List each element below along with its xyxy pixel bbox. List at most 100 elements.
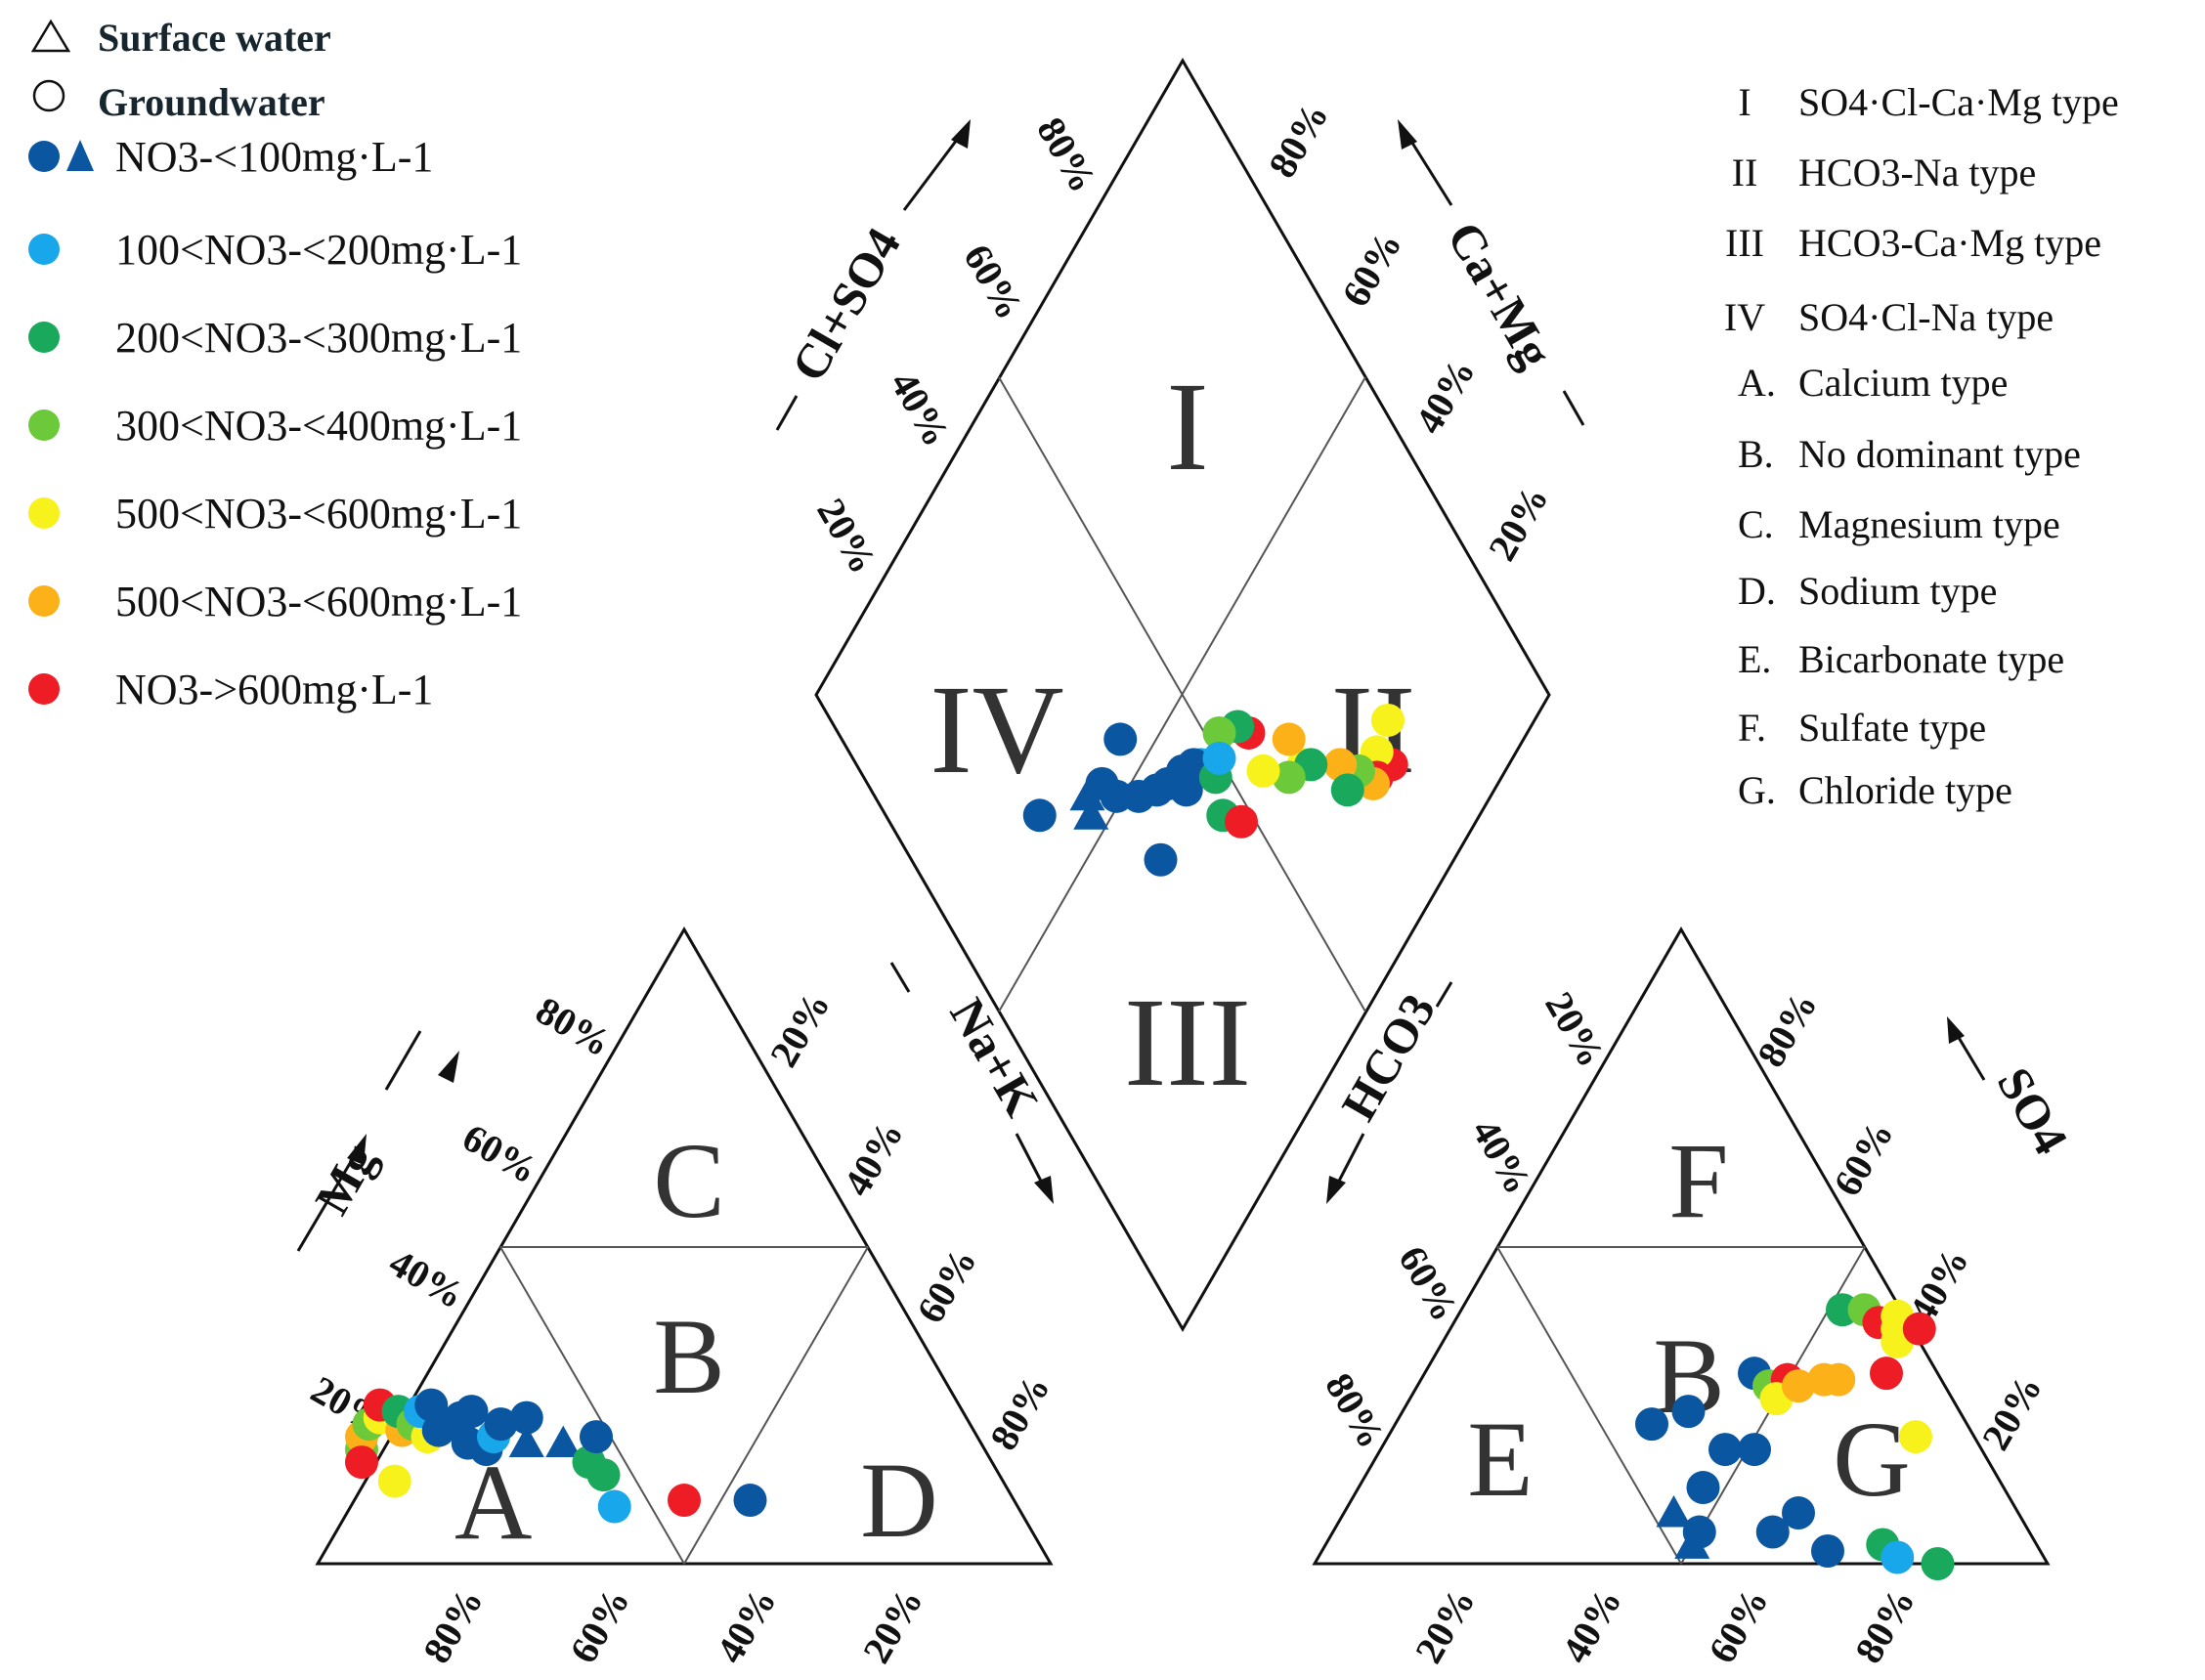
water-type-label: Magnesium type [1798,502,2060,546]
diamond-region-iv: IV [930,660,1063,800]
legend-circle-swatch [28,409,60,441]
axis-so4-label: SO4 [1987,1058,2079,1163]
anion-point [1881,1540,1915,1574]
anion-point [1870,1357,1903,1391]
anion-point [1811,1534,1844,1569]
legend-class-label: NO3-<100mg·L-1 [115,133,433,181]
legend-class-label: 100<NO3-<200mg·L-1 [115,226,522,274]
water-type-item: E.Bicarbonate type [1738,637,2064,681]
anion-cl-ticks: 20% 40% 60% 80% [1406,1580,1924,1670]
tick-nak-20: 20% [761,984,839,1074]
axis-camg-label: Ca+Mg [1437,212,1563,376]
cation-region-c: C [653,1121,724,1240]
axis-nak-dash [889,962,911,993]
water-type-item: B.No dominant type [1738,432,2081,476]
water-type-id: A. [1738,361,1776,405]
tick-mg-60: 60% [455,1115,545,1192]
tick-so4-60: 60% [1825,1113,1902,1203]
cation-point [484,1407,518,1442]
anion-region-f: F [1668,1121,1728,1240]
legend-circle-swatch [28,497,60,529]
anion-b-left-edge [1496,1246,1682,1565]
legend-circle-swatch [28,322,60,353]
water-type-id: IV [1724,295,1765,339]
axis-mg-arrow [296,1142,364,1252]
diamond-point [1073,797,1109,830]
water-type-label: Bicarbonate type [1798,637,2064,681]
legend-class-row: 200<NO3-<300mg·L-1 [28,314,522,362]
cation-point [509,1400,543,1435]
tick-mg-80: 80% [529,988,619,1065]
legend-class-row: 300<NO3-<400mg·L-1 [28,402,522,450]
tick-hco3-40: 40% [1463,1111,1540,1201]
anion-point [1902,1312,1936,1346]
anion-point [1686,1471,1720,1505]
tick-camg-80: 80% [1260,95,1337,185]
water-type-id: D. [1738,569,1776,613]
cation-triangle: A B C D 20% 40% 60% 80% 20% 40% 60% 80% … [296,926,1059,1670]
diamond-point [1330,773,1364,807]
tick-clso4-40: 40% [882,364,959,453]
anion-point [1656,1495,1692,1528]
water-type-item: IV SO4·Cl-Na type [1724,295,2054,339]
diamond-frame [814,58,1551,1332]
legend-circle-swatch [28,234,60,265]
axis-nak-arrowhead [1034,1176,1054,1204]
water-type-item: G.Chloride type [1738,768,2012,812]
legend-groundwater: Groundwater [32,79,325,124]
diamond-region-iii: III [1124,972,1251,1113]
axis-clso4-dash [775,395,799,431]
axis-camg-arrow [1404,131,1453,206]
water-type-label: Sodium type [1798,569,1997,613]
water-type-id: F. [1738,706,1766,750]
cation-point [545,1425,582,1457]
cation-point [345,1445,378,1480]
legend: Surface water Groundwater NO3-<100mg·L-1… [28,16,522,713]
diamond-point [1323,748,1358,782]
diamond-point [1202,741,1236,775]
tick-nak-40: 40% [835,1113,912,1203]
legend-class-row: 500<NO3-<600mg·L-1 [28,578,522,625]
anion-region-g: G [1833,1400,1910,1519]
cation-ca-ticks: 80% 60% 40% 20% [414,1580,931,1670]
cation-point [454,1395,489,1429]
legend-circle-swatch [28,673,60,705]
axis-clso4-arrow [902,131,965,211]
cation-point [733,1484,767,1518]
water-type-label: Chloride type [1798,768,2012,812]
cation-b-left-edge [499,1246,685,1565]
anion-point [1708,1433,1742,1467]
legend-class-row: NO3-<100mg·L-1 [28,133,433,181]
tick-camg-20: 20% [1480,478,1557,568]
water-type-item: C.Magnesium type [1738,502,2060,546]
legend-classes: NO3-<100mg·L-1 100<NO3-<200mg·L-1 200<NO3-… [28,133,522,713]
legend-class-label: 200<NO3-<300mg·L-1 [115,314,522,362]
cation-region-d: D [860,1441,937,1560]
legend-class-label: 500<NO3-<600mg·L-1 [115,578,522,625]
diamond-point [1371,703,1405,737]
legend-class-label: NO3->600mg·L-1 [115,666,433,713]
cation-point [586,1458,621,1492]
water-type-label: SO4·Cl-Na type [1798,295,2054,339]
tick-clso4-60: 60% [955,237,1032,326]
cation-point [377,1464,411,1498]
cation-point [597,1489,631,1524]
cation-region-b: B [653,1297,724,1416]
diamond-point [1022,798,1057,833]
anion-point [1899,1420,1932,1454]
diamond-point [1225,804,1258,839]
tick-ca-80: 80% [414,1580,492,1670]
legend-circle-swatch [28,585,60,617]
axis-camg-arrowhead [1398,119,1417,150]
cation-point [580,1420,613,1454]
anion-point [1674,1527,1710,1559]
tick-clso4-80: 80% [1028,109,1105,199]
axis-hco3-label: HCO3 [1330,984,1446,1129]
tick-nak-60: 60% [908,1240,985,1330]
tick-hco3-20: 20% [1536,984,1614,1074]
legend-groundwater-label: Groundwater [98,80,325,124]
tick-so4-80: 80% [1749,984,1826,1074]
